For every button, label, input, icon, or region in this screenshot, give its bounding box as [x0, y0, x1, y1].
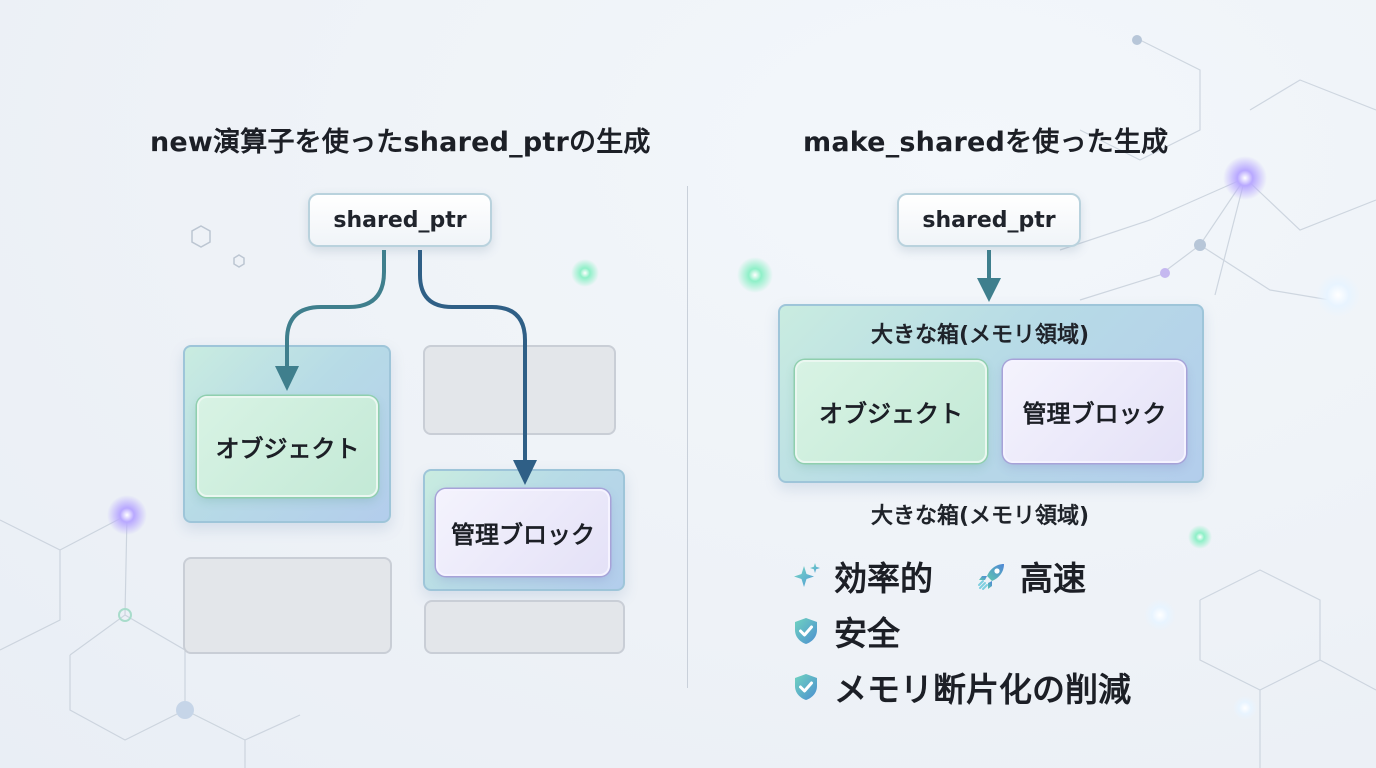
benefit-label: 効率的 [834, 559, 933, 598]
region-caption: 大きな箱(メモリ領域) [871, 504, 1090, 529]
benefit-fast: 高速 [976, 552, 1086, 600]
shield-check-icon [795, 674, 817, 700]
section-divider [687, 186, 688, 688]
memory-block-empty [423, 345, 616, 435]
control-block: 管理ブロック [1003, 360, 1186, 463]
benefit-label: メモリ断片化の削減 [834, 670, 1131, 709]
memory-block-empty [183, 557, 392, 654]
benefit-label: 高速 [1020, 559, 1086, 598]
benefit-label: 安全 [834, 614, 900, 653]
right-title: make_sharedを使った生成 [803, 127, 1169, 158]
memory-block-empty [424, 600, 625, 654]
arrowhead-icon [977, 278, 1001, 302]
shared-ptr-box: shared_ptr [897, 193, 1081, 247]
arrowhead-icon [275, 366, 299, 391]
control-block: 管理ブロック [436, 489, 610, 576]
object-block: オブジェクト [197, 396, 378, 497]
shared-ptr-box: shared_ptr [308, 193, 492, 247]
arrow-to-control [418, 250, 527, 462]
region-label: 大きな箱(メモリ領域) [871, 323, 1090, 348]
benefit-safe: 安全 [790, 607, 900, 655]
benefit-efficient: 効率的 [790, 552, 933, 600]
benefit-less-fragmentation: メモリ断片化の削減 [790, 663, 1131, 711]
object-block: オブジェクト [795, 360, 987, 463]
shield-check-icon [795, 618, 817, 644]
arrow-to-object [285, 250, 386, 368]
sparkle-icon [794, 563, 820, 587]
arrowhead-icon [513, 460, 537, 485]
left-title: new演算子を使ったshared_ptrの生成 [150, 127, 651, 158]
rocket-icon [978, 564, 1004, 590]
